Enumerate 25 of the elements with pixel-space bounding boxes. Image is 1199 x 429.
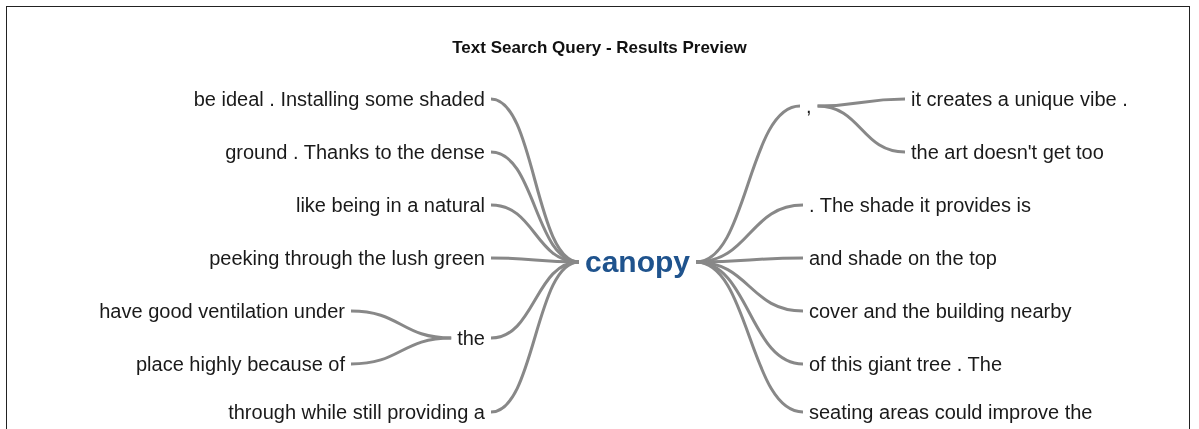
branch-line — [490, 260, 580, 414]
phrase: like being in a natural — [290, 193, 491, 217]
phrase: seating areas could improve the — [803, 400, 1099, 424]
title: Text Search Query - Results Preview — [451, 38, 748, 58]
phrase: cover and the building nearby — [803, 299, 1078, 323]
phrase: it creates a unique vibe . — [905, 87, 1134, 111]
branch-line — [817, 104, 906, 154]
branch-line — [817, 97, 906, 108]
phrase: place highly because of — [129, 352, 351, 376]
phrase: the — [451, 326, 491, 350]
phrase: through while still providing a — [222, 400, 491, 424]
phrase: the art doesn't get too — [905, 140, 1110, 164]
phrase: , — [800, 94, 818, 118]
phrase: . The shade it provides is — [803, 193, 1037, 217]
root-word: canopy — [579, 244, 697, 280]
phrase: of this giant tree . The — [803, 352, 1009, 376]
phrase: be ideal . Installing some shaded — [187, 87, 491, 111]
phrase: ground . Thanks to the dense — [219, 140, 491, 164]
phrase: and shade on the top — [803, 246, 1003, 270]
phrase: peeking through the lush green — [203, 246, 491, 270]
branch-line — [350, 336, 452, 366]
phrase: have good ventilation under — [93, 299, 351, 323]
branch-line — [695, 260, 804, 414]
branch-line — [491, 256, 579, 264]
branch-line — [350, 309, 452, 340]
